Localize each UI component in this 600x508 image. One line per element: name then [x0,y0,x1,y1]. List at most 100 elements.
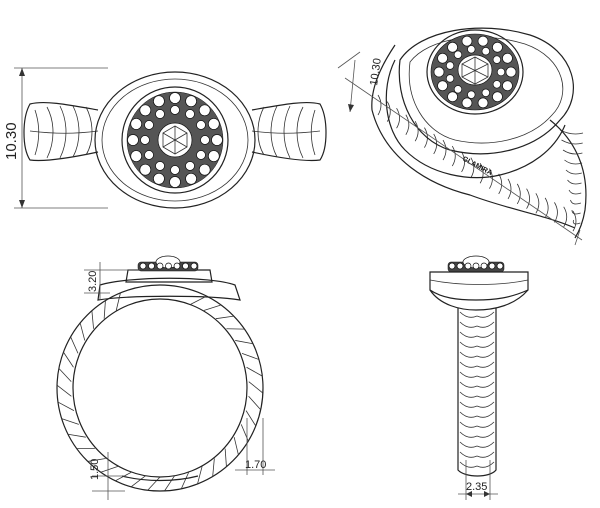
front-right-shank [251,101,327,162]
front-view: 10.30 [3,67,327,209]
pave-stone [461,35,473,47]
braid-stroke [164,475,175,492]
braid-stroke [563,206,568,227]
braid-stroke [130,475,146,488]
braid-stroke [414,121,419,142]
front-left-shank [23,101,99,162]
braid-stroke [459,351,478,358]
pave-stone [447,41,458,53]
pave-stone [502,80,513,92]
front-height-dimension: 10.30 [3,67,108,209]
pave-stone [148,262,155,270]
pave-stone [139,262,147,270]
pave-stone [169,92,181,104]
pave-stone [155,109,165,119]
end-setting [429,255,529,311]
braid-stroke [91,310,94,329]
pave-stone [477,97,489,109]
pave-stone [155,161,165,171]
pave-stone [185,95,197,108]
braid-stroke [459,441,478,448]
braid-stroke [476,321,495,328]
pave-stone [144,150,154,160]
pave-stone [153,95,165,108]
braid-stroke [459,341,478,348]
braid-stroke [56,384,72,397]
braid-stroke [377,94,382,116]
braid-stroke [476,381,495,388]
braid-stroke [459,361,478,368]
braid-stroke [572,219,581,225]
braid-stroke [476,371,495,378]
braid-stroke [476,441,495,448]
end-view: 2.35 [429,255,529,500]
braid-stroke [459,421,478,428]
iso-height-dimension: 10.30 [337,51,583,246]
braid-stroke [554,202,558,223]
pave-stone [461,97,473,109]
braid-stroke [248,395,261,411]
braid-stroke [507,178,512,200]
braid-stroke [180,472,190,489]
braid-stroke [248,381,264,394]
braid-stroke [235,340,254,345]
pave-stone [456,262,464,270]
pave-stone [496,262,504,270]
side-top-dimension: 3.20 [84,262,140,300]
pave-stone [196,120,206,130]
braid-stroke [70,336,79,354]
pave-stone [445,74,455,83]
braid-stroke [459,371,478,378]
braid-stroke [476,351,495,358]
pave-stone [496,67,506,77]
pave-stone [130,118,143,130]
braid-stroke [476,391,495,398]
iso-height-label: 10.30 [368,57,384,86]
braid-stroke [535,193,540,214]
braid-stroke [451,145,456,167]
pave-stone [140,135,150,145]
pave-stone [144,120,154,130]
braid-stroke [567,179,582,185]
braid-stroke [233,437,239,455]
braid-stroke [572,210,577,232]
braid-stroke [461,151,465,173]
end-braid [459,311,495,468]
pave-stone [492,80,502,89]
braid-stroke [476,311,495,318]
pave-stone [185,109,195,119]
braid-stroke [63,351,74,368]
braid-stroke [147,476,161,491]
front-center-stone [157,122,193,158]
pave-stone [467,90,476,99]
braid-stroke [215,315,234,320]
braid-stroke [476,341,495,348]
pave-stone [464,262,472,270]
pave-stone [207,118,220,130]
pave-stone [170,105,180,115]
braid-stroke [197,466,203,485]
pave-stone [182,262,189,270]
pave-stone [481,88,490,97]
braid-stroke [565,169,582,175]
side-view: 3.20 1.50 1.70 [56,255,275,500]
pave-stone [437,80,448,92]
braid-stroke [476,421,495,428]
pave-stone [488,262,496,270]
end-width-label: 2.35 [466,481,487,493]
braid-stroke [386,101,391,122]
braid-stroke [57,401,75,411]
pave-stone [165,262,172,270]
pave-stone [139,104,152,117]
pave-stone [453,85,463,94]
pave-stone [200,135,210,145]
braid-stroke [564,159,583,165]
pave-stone [492,91,503,103]
pave-stone [445,61,455,70]
braid-stroke [476,451,495,458]
braid-stroke [459,331,478,338]
braid-stroke [459,461,478,468]
braid-stroke [459,411,478,418]
iso-pave [426,29,524,115]
